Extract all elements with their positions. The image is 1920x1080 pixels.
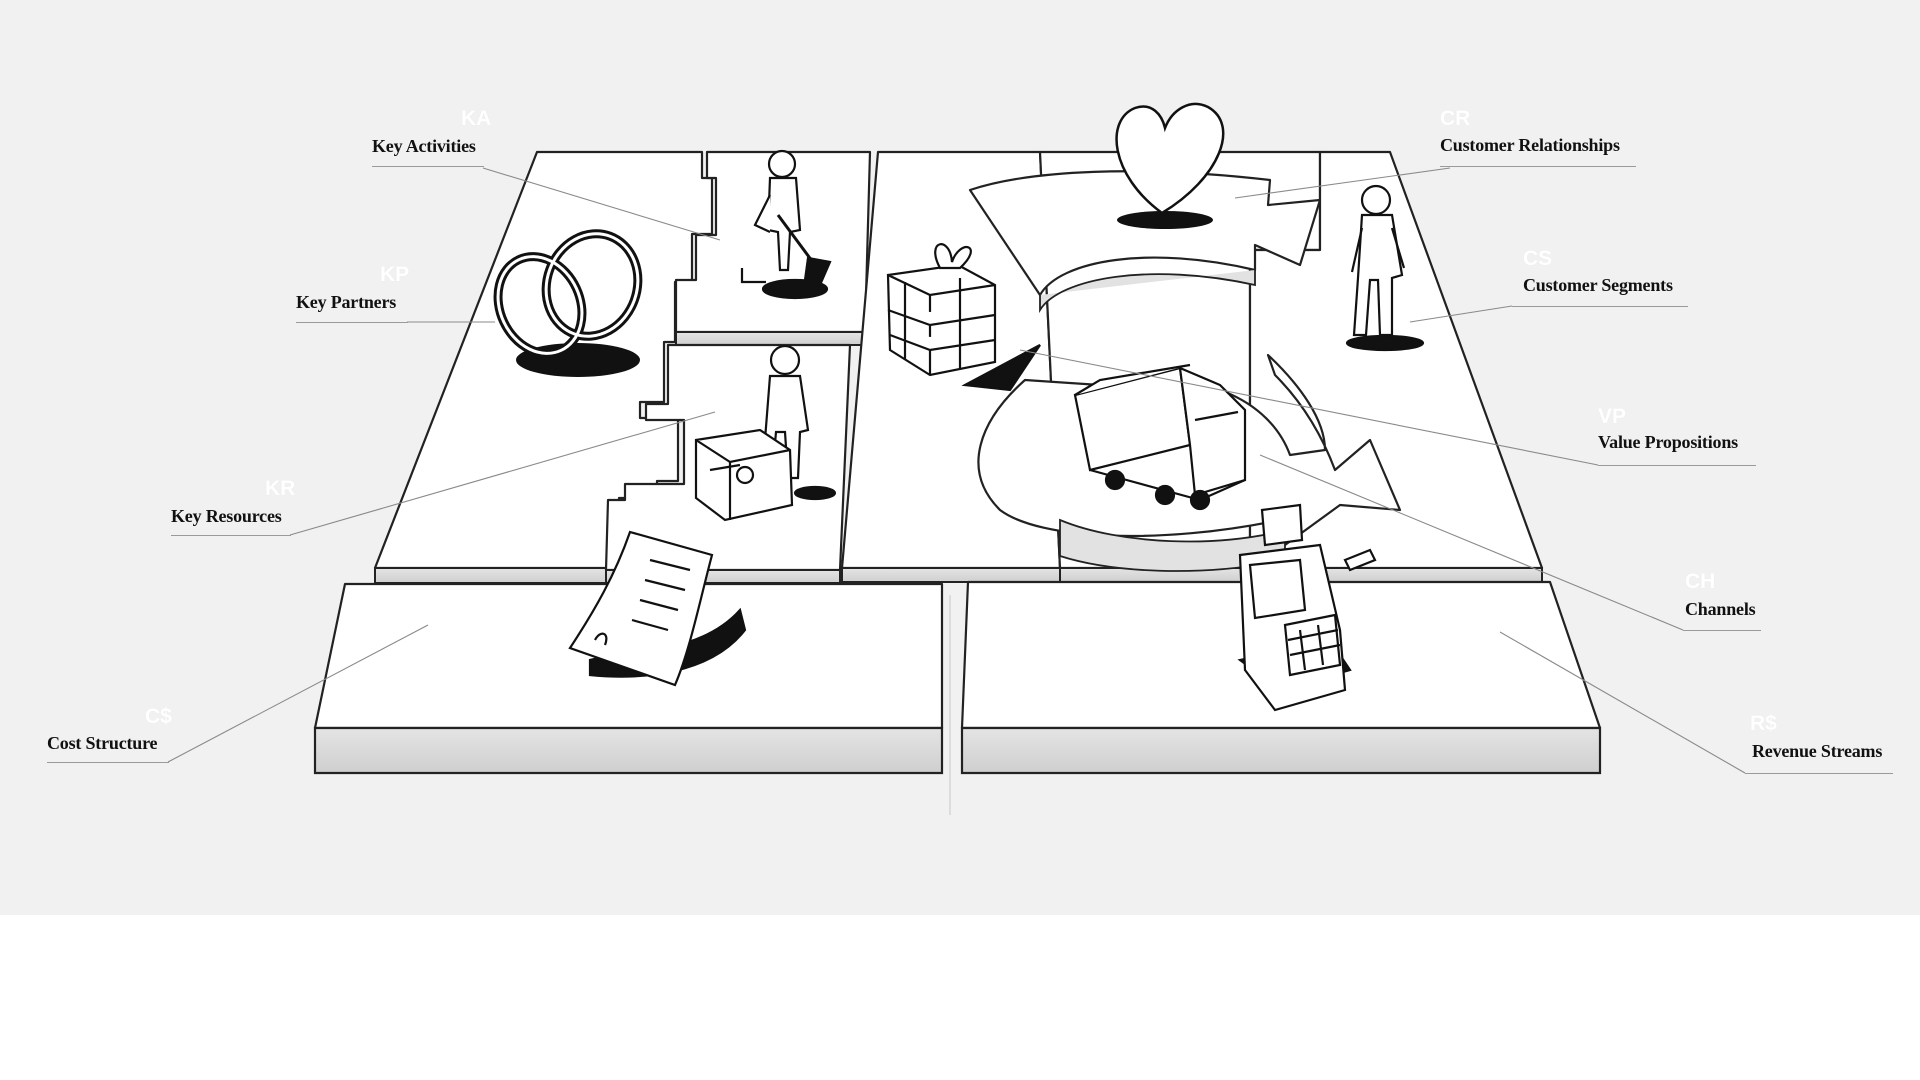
value-propositions-underline	[1598, 465, 1756, 466]
channels-underline	[1683, 630, 1761, 631]
revenue-streams-label: Revenue Streams	[1752, 741, 1883, 761]
business-model-canvas-illustration	[167, 102, 1746, 815]
key-resources-underline	[171, 535, 291, 536]
delivery-truck-icon	[1073, 363, 1247, 511]
customer-segments-underline	[1512, 306, 1688, 307]
value-propositions-label: Value Propositions	[1598, 432, 1738, 452]
key-partners-label: Key Partners	[296, 292, 397, 312]
customer-relationships-code: CR	[1440, 107, 1471, 130]
person-digging-icon	[740, 149, 832, 300]
key-resources-label: Key Resources	[171, 506, 282, 526]
canvas-stage: KA KP KR C$ CR CS VP CH R$ Key Activitie…	[0, 0, 1920, 915]
channels-code: CH	[1685, 570, 1716, 593]
cash-register-icon	[1237, 503, 1377, 712]
interlocked-rings-icon	[493, 229, 643, 377]
blank-area	[0, 915, 1920, 1080]
leader-lines	[167, 167, 1746, 774]
customer-segments-label: Customer Segments	[1523, 275, 1673, 295]
customer-relationships-underline	[1440, 166, 1636, 167]
customer-person-icon	[1345, 184, 1425, 352]
revenue-streams-underline	[1745, 773, 1893, 774]
value-propositions-code: VP	[1598, 405, 1627, 428]
cost-structure-label: Cost Structure	[47, 733, 158, 753]
gift-box-icon	[886, 243, 1041, 392]
revenue-streams-code: R$	[1750, 712, 1777, 735]
key-resources-code: KR	[265, 477, 296, 500]
customer-segments-code: CS	[1523, 247, 1553, 270]
invoice-document-icon	[568, 530, 747, 687]
key-partners-underline	[296, 322, 408, 323]
key-activities-code: KA	[461, 107, 492, 130]
person-with-machine-icon	[694, 344, 837, 522]
customer-relationships-label: Customer Relationships	[1440, 135, 1620, 155]
key-activities-label: Key Activities	[372, 136, 476, 156]
key-partners-code: KP	[380, 263, 410, 286]
key-activities-underline	[372, 166, 484, 167]
channels-label: Channels	[1685, 599, 1756, 619]
heart-icon	[1115, 102, 1225, 229]
cost-structure-underline	[47, 762, 169, 763]
cost-structure-code: C$	[145, 705, 172, 728]
